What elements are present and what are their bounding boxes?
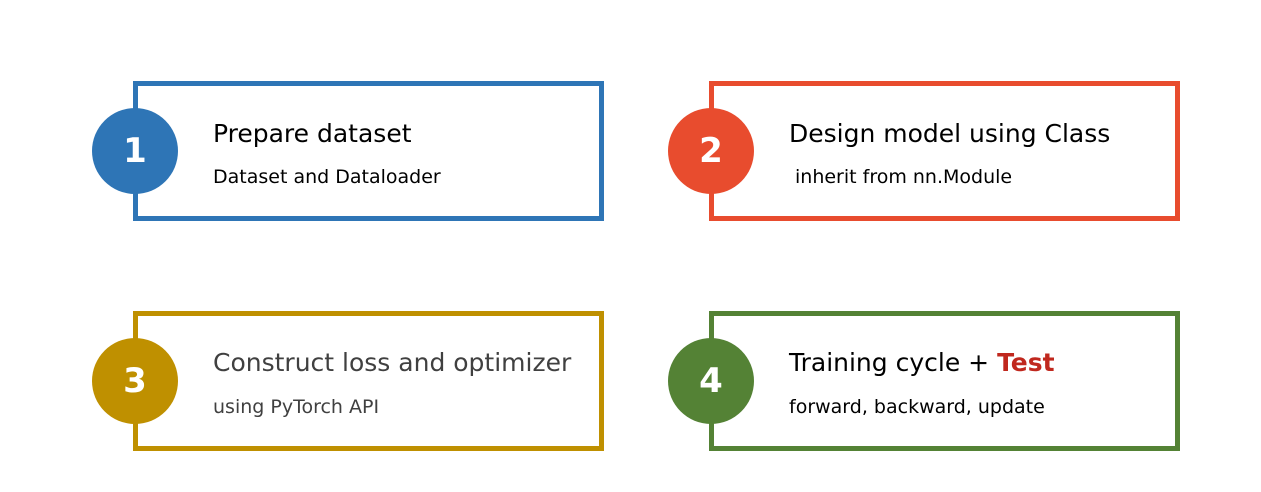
step-3-number-circle: 3 <box>92 338 178 424</box>
step-3-number: 3 <box>123 361 147 401</box>
step-1-box <box>133 81 604 221</box>
step-4-title-highlight: Test <box>997 348 1055 377</box>
step-2-number: 2 <box>699 131 723 171</box>
step-3-box <box>133 311 604 451</box>
step-2-box <box>709 81 1180 221</box>
step-1-subtitle: Dataset and Dataloader <box>213 166 441 188</box>
step-1-number: 1 <box>123 131 147 171</box>
step-4-subtitle: forward, backward, update <box>789 396 1045 418</box>
step-2-number-circle: 2 <box>668 108 754 194</box>
step-4-number-circle: 4 <box>668 338 754 424</box>
step-4-box <box>709 311 1180 451</box>
step-1-number-circle: 1 <box>92 108 178 194</box>
step-3-title: Construct loss and optimizer <box>213 348 572 377</box>
step-3-subtitle: using PyTorch API <box>213 396 380 418</box>
step-2-title: Design model using Class <box>789 119 1111 148</box>
step-4-number: 4 <box>699 361 723 401</box>
step-4-title-main: Training cycle <box>789 348 961 377</box>
step-2-subtitle: inherit from nn.Module <box>795 166 1013 188</box>
step-4-title-joiner: + <box>968 348 990 377</box>
step-1-title: Prepare dataset <box>213 119 412 148</box>
step-4-title: Training cycle + Test <box>789 348 1055 378</box>
